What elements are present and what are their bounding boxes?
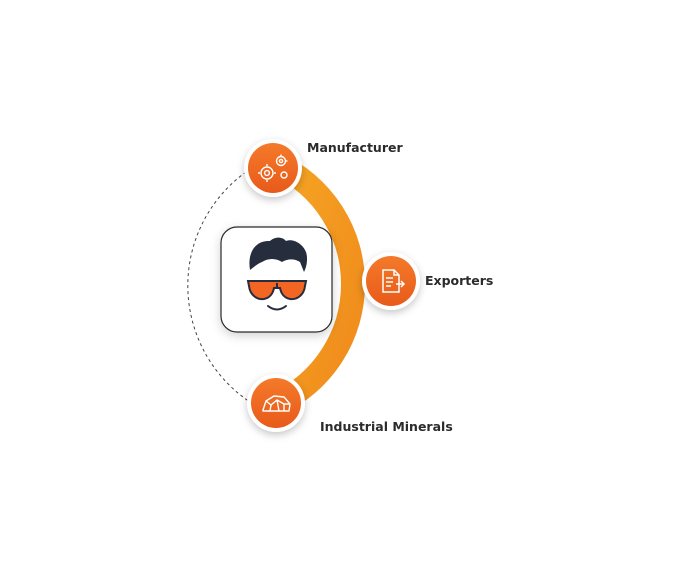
node-label-industrial-minerals: Industrial Minerals	[320, 419, 453, 434]
dashed-connector-arc	[187, 171, 251, 403]
minerals-icon	[262, 395, 291, 412]
center-avatar-card	[220, 226, 333, 333]
node-label-exporters: Exporters	[425, 273, 494, 288]
orange-connector-arc	[264, 152, 366, 416]
node-label-manufacturer: Manufacturer	[307, 140, 403, 155]
gears-icon	[258, 154, 288, 182]
avatar-sunglasses-icon	[246, 237, 308, 311]
node-exporters	[362, 252, 420, 310]
node-industrial-minerals	[247, 374, 305, 432]
node-manufacturer	[244, 139, 302, 197]
document-export-icon	[382, 269, 406, 293]
